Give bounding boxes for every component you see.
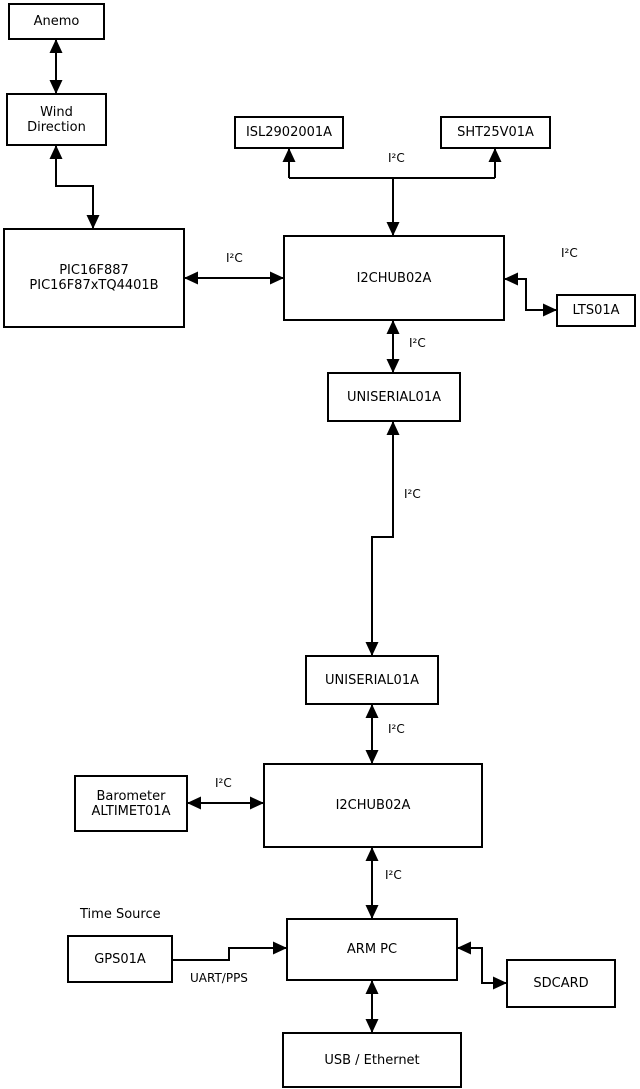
lts-sensor-box: LTS01A xyxy=(556,294,636,327)
edge-arm-sdcard xyxy=(457,941,507,990)
anemo-label: Anemo xyxy=(33,14,80,29)
i2c-label-hub-uniserial: I²C xyxy=(409,336,426,350)
i2c-hub-bottom-label: I2CHUB02A xyxy=(335,798,411,813)
sdcard-box: SDCARD xyxy=(506,959,616,1008)
lts-label: LTS01A xyxy=(572,303,620,318)
uniserial-top-label: UNISERIAL01A xyxy=(347,389,441,405)
i2c-label-hub2-arm: I²C xyxy=(385,868,402,882)
edge-uniserial1-uniserial2 xyxy=(365,421,400,656)
gps-box: GPS01A xyxy=(67,935,173,983)
wind-direction-label-line2: Direction xyxy=(27,119,86,135)
i2c-hub-bottom-box: I2CHUB02A xyxy=(263,763,483,848)
i2c-label-pic-hub: I²C xyxy=(226,251,243,265)
edge-wind-pic xyxy=(49,145,100,229)
barometer-box: Barometer ALTIMET01A xyxy=(74,775,188,832)
isl-label: ISL2902001A xyxy=(245,125,333,140)
pic-microcontroller-box: PIC16F887 PIC16F87xTQ4401B xyxy=(3,228,185,328)
barometer-label-line2: ALTIMET01A xyxy=(91,803,171,819)
i2c-label-uniserial-link: I²C xyxy=(404,487,421,501)
i2c-hub-top-box: I2CHUB02A xyxy=(283,235,505,321)
arm-pc-label: ARM PC xyxy=(346,942,398,957)
i2c-label-sensor-bus: I²C xyxy=(388,151,405,165)
sht-sensor-box: SHT25V01A xyxy=(440,116,551,149)
gps-label: GPS01A xyxy=(94,951,146,967)
sdcard-label: SDCARD xyxy=(533,976,589,991)
isl-sensor-box: ISL2902001A xyxy=(234,116,344,149)
i2c-label-barometer: I²C xyxy=(215,776,232,790)
uart-pps-edge-label: UART/PPS xyxy=(190,971,248,985)
wind-direction-box: Wind Direction xyxy=(6,93,107,146)
barometer-label-line1: Barometer xyxy=(96,788,166,804)
arm-pc-box: ARM PC xyxy=(286,918,458,981)
sht-label: SHT25V01A xyxy=(457,125,534,140)
i2c-label-uniserial-hub2: I²C xyxy=(388,722,405,736)
pic-label-line1: PIC16F887 xyxy=(59,263,129,278)
usb-ethernet-label: USB / Ethernet xyxy=(324,1052,420,1068)
usb-ethernet-box: USB / Ethernet xyxy=(282,1032,462,1088)
time-source-label: Time Source xyxy=(80,907,161,922)
i2c-label-hub-lts: I²C xyxy=(561,246,578,260)
uniserial-bottom-box: UNISERIAL01A xyxy=(305,655,439,705)
i2c-hub-top-label: I2CHUB02A xyxy=(356,270,432,286)
wind-direction-label-line1: Wind xyxy=(40,104,73,120)
uniserial-bottom-label: UNISERIAL01A xyxy=(325,672,419,688)
anemo-box: Anemo xyxy=(8,3,105,40)
edge-hub1-lts xyxy=(504,272,557,317)
pic-label-line2: PIC16F87xTQ4401B xyxy=(29,278,159,293)
edge-gps-arm xyxy=(173,941,287,961)
uniserial-top-box: UNISERIAL01A xyxy=(327,372,461,422)
